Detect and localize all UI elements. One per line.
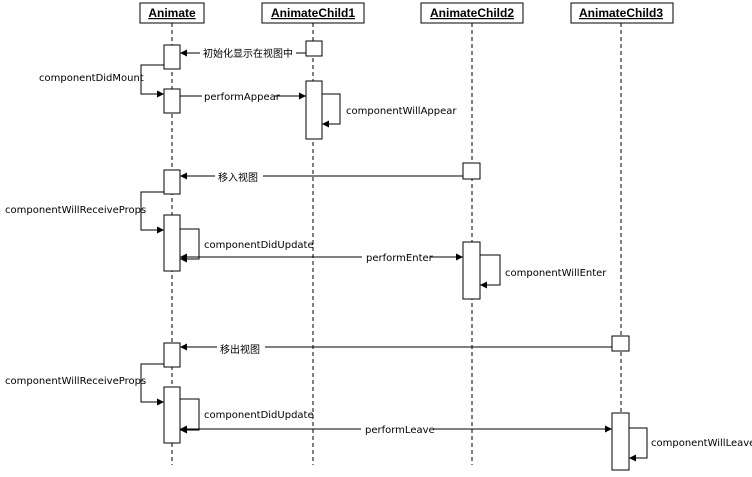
activation-child3-leave <box>611 412 630 471</box>
message-component-will-receive-props-2 <box>140 363 164 406</box>
message-label-component-did-mount: componentDidMount <box>39 73 144 84</box>
message-component-will-appear <box>322 93 341 128</box>
activation-animate-5 <box>163 342 181 368</box>
lifeline-label-child1: AnimateChild1 <box>271 6 355 20</box>
lifeline-label-child3: AnimateChild3 <box>579 6 663 20</box>
message-component-did-update-1 <box>180 228 200 263</box>
activation-child1-appear <box>305 80 323 140</box>
activation-animate-6 <box>163 386 181 444</box>
message-label-move-in-view: 移入视图 <box>218 171 258 184</box>
lifeline-header-child3: AnimateChild3 <box>570 2 674 24</box>
message-label-move-out-view: 移出视图 <box>220 343 260 356</box>
lifeline-header-animate: Animate <box>139 2 205 24</box>
activation-animate-4 <box>163 214 181 272</box>
message-label-perform-enter: performEnter <box>366 253 434 264</box>
message-label-component-will-appear: componentWillAppear <box>346 106 457 117</box>
activation-child2-enter <box>462 241 481 300</box>
message-label-init-display: 初始化显示在视图中 <box>203 47 293 60</box>
message-label-component-did-update-1: componentDidUpdate <box>204 240 314 251</box>
activation-animate-2 <box>163 88 181 114</box>
message-component-did-update-2 <box>180 398 200 434</box>
message-label-component-will-receive-props-1: componentWillReceiveProps <box>5 205 146 216</box>
message-component-will-leave <box>629 427 648 462</box>
activation-child2-move-in <box>462 162 481 180</box>
activation-child1-init <box>305 40 323 57</box>
message-label-component-did-update-2: componentDidUpdate <box>204 410 314 421</box>
message-component-did-mount <box>140 64 164 98</box>
message-component-will-receive-props-1 <box>140 191 164 234</box>
activation-animate-1 <box>163 44 181 70</box>
message-label-component-will-enter: componentWillEnter <box>505 268 607 279</box>
lifeline-header-child2: AnimateChild2 <box>420 2 524 24</box>
lifeline-label-child2: AnimateChild2 <box>430 6 514 20</box>
message-label-component-will-leave: componentWillLeave <box>651 438 752 449</box>
message-label-perform-leave: performLeave <box>365 425 435 436</box>
message-component-will-enter <box>480 254 501 289</box>
message-label-perform-appear: performAppear <box>204 92 281 103</box>
lifeline-label-animate: Animate <box>148 6 196 20</box>
message-label-component-will-receive-props-2: componentWillReceiveProps <box>5 376 146 387</box>
activation-animate-3 <box>163 169 181 195</box>
lifeline-header-child1: AnimateChild1 <box>261 2 365 24</box>
activation-child3-move-out <box>611 335 630 352</box>
